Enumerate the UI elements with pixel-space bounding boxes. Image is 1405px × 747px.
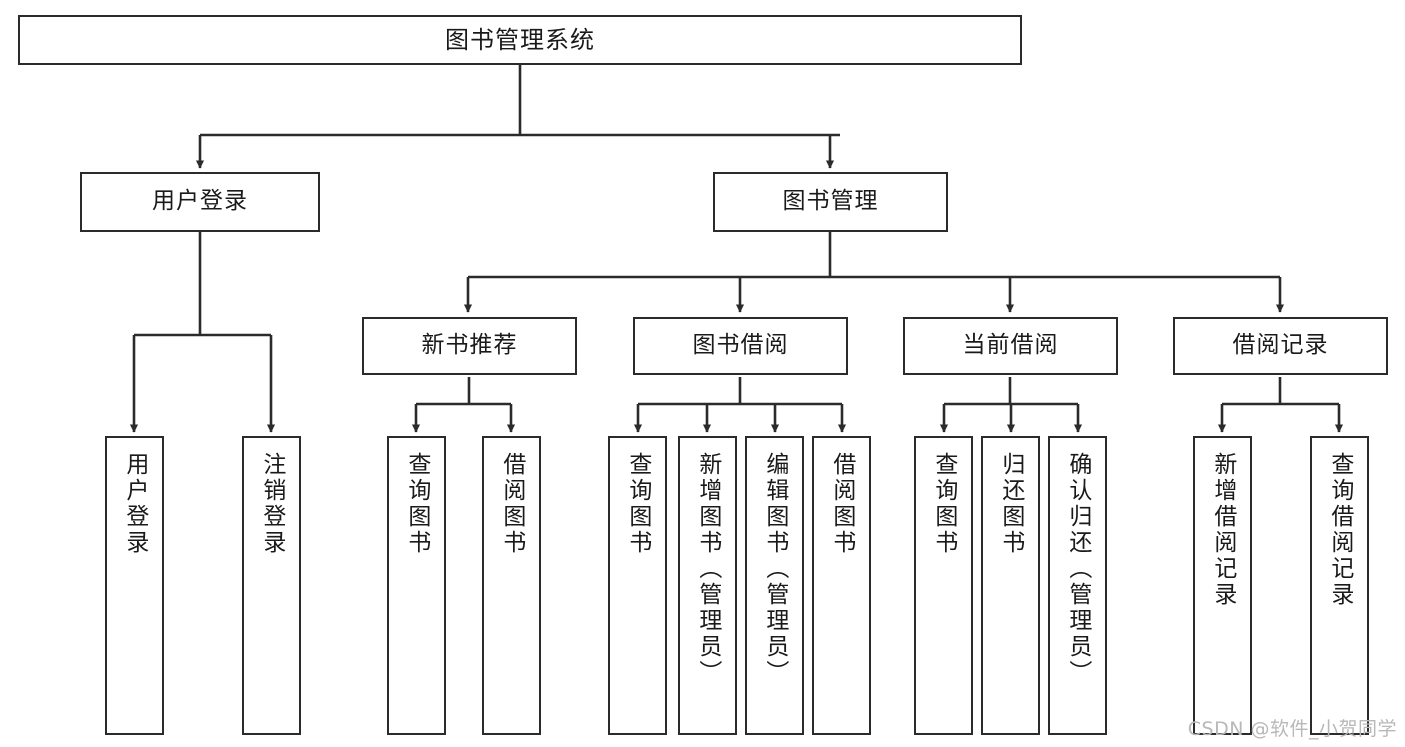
node-new-book-recommend-label: 新书推荐 (421, 332, 518, 359)
leaf-query-book-2[interactable]: 查询图书 (608, 436, 667, 735)
leaf-query-book-1[interactable]: 查询图书 (387, 436, 446, 735)
node-book-borrow-label: 图书借阅 (692, 332, 789, 359)
leaf-query-borrow-record-label: 查询借阅记录 (1326, 452, 1353, 608)
leaf-confirm-return[interactable]: 确认归还（管理员） (1048, 436, 1107, 735)
node-root[interactable]: 图书管理系统 (18, 15, 1022, 65)
node-current-borrow[interactable]: 当前借阅 (903, 317, 1118, 375)
leaf-query-book-2-label: 查询图书 (624, 452, 651, 556)
csdn-watermark: CSDN @软件_小贺同学 (1187, 718, 1397, 740)
leaf-borrow-book-1[interactable]: 借阅图书 (482, 436, 541, 735)
node-user-login-label: 用户登录 (152, 188, 248, 215)
node-borrow-record[interactable]: 借阅记录 (1173, 317, 1388, 375)
node-current-borrow-label: 当前借阅 (962, 332, 1059, 359)
leaf-add-book-label: 新增图书（管理员） (694, 452, 721, 686)
node-book-borrow[interactable]: 图书借阅 (633, 317, 848, 375)
leaf-logout-label: 注销登录 (258, 452, 285, 556)
node-root-label: 图书管理系统 (445, 25, 595, 54)
leaf-edit-book-label: 编辑图书（管理员） (761, 452, 788, 686)
leaf-query-book-3-label: 查询图书 (930, 452, 957, 556)
leaf-return-book[interactable]: 归还图书 (981, 436, 1040, 735)
node-user-login[interactable]: 用户登录 (80, 172, 320, 232)
leaf-query-borrow-record[interactable]: 查询借阅记录 (1310, 436, 1369, 735)
leaf-borrow-book-2[interactable]: 借阅图书 (812, 436, 871, 735)
leaf-add-borrow-record-label: 新增借阅记录 (1209, 452, 1236, 608)
leaf-logout[interactable]: 注销登录 (242, 436, 301, 735)
leaf-confirm-return-label: 确认归还（管理员） (1064, 452, 1091, 686)
leaf-borrow-book-1-label: 借阅图书 (498, 452, 525, 556)
node-book-manage[interactable]: 图书管理 (713, 172, 948, 232)
node-book-manage-label: 图书管理 (782, 188, 879, 215)
leaf-query-book-1-label: 查询图书 (403, 452, 430, 556)
leaf-query-book-3[interactable]: 查询图书 (914, 436, 973, 735)
leaf-borrow-book-2-label: 借阅图书 (828, 452, 855, 556)
leaf-edit-book[interactable]: 编辑图书（管理员） (745, 436, 804, 735)
leaf-user-login-label: 用户登录 (121, 452, 148, 556)
leaf-user-login[interactable]: 用户登录 (105, 436, 164, 735)
node-new-book-recommend[interactable]: 新书推荐 (362, 317, 577, 375)
leaf-add-borrow-record[interactable]: 新增借阅记录 (1193, 436, 1252, 735)
leaf-add-book[interactable]: 新增图书（管理员） (678, 436, 737, 735)
node-borrow-record-label: 借阅记录 (1232, 332, 1329, 359)
leaf-return-book-label: 归还图书 (997, 452, 1024, 556)
